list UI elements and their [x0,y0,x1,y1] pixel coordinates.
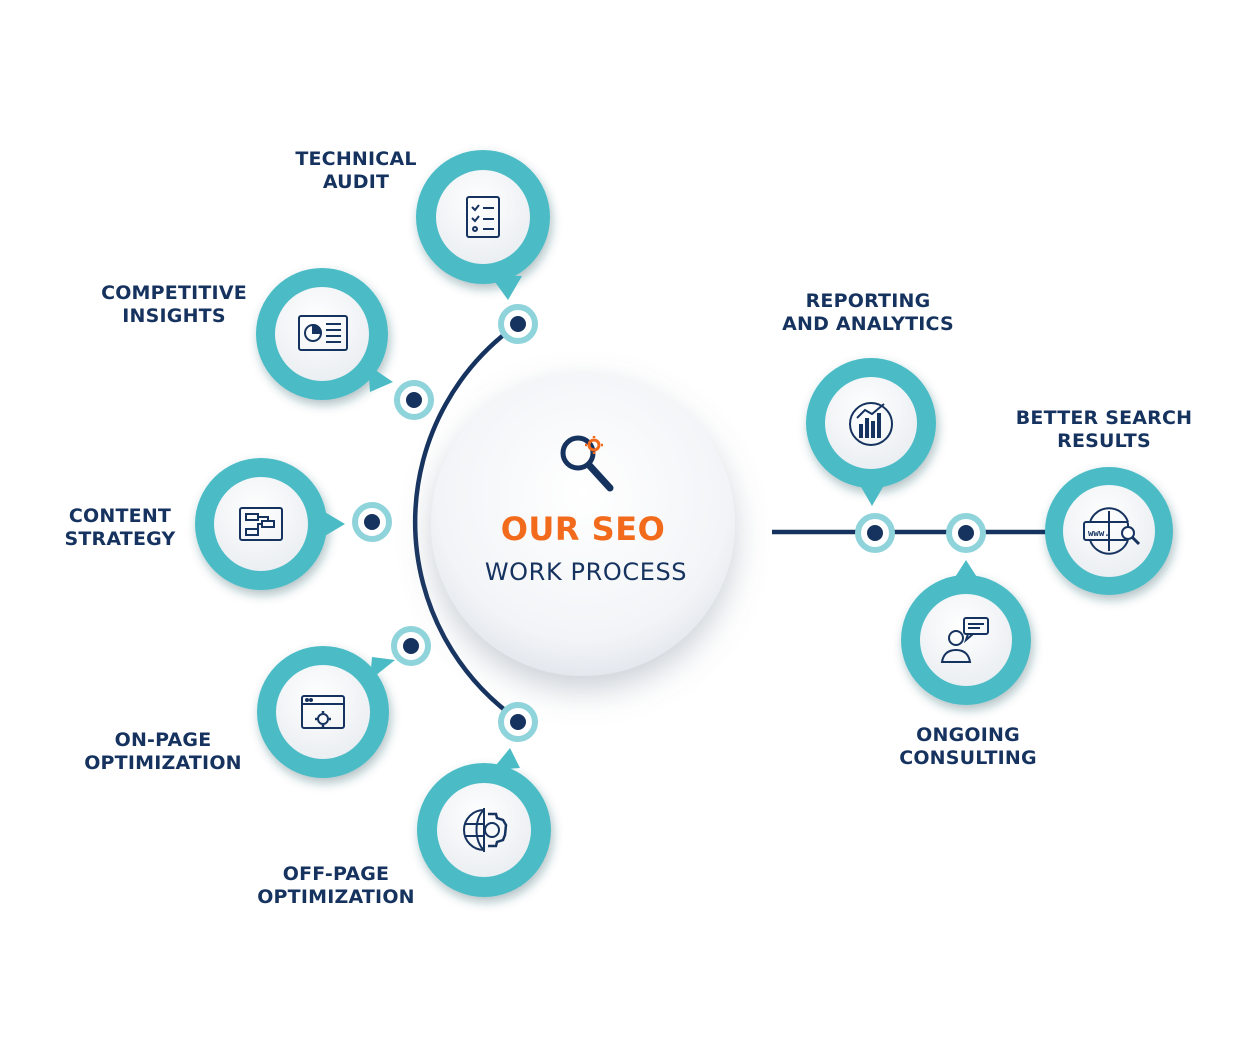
bubble-reporting-and-analytics [806,358,936,506]
node-ongoing-consulting[interactable] [946,513,986,553]
node-off-page-optimization[interactable] [498,702,538,742]
bubble-competitive-insights [256,268,393,400]
www-search-icon [1083,507,1141,555]
label-on-page-optimization: ON-PAGE OPTIMIZATION [75,729,251,775]
label-ongoing-consulting: ONGOING CONSULTING [888,724,1048,770]
center-title: OUR SEO [500,510,666,548]
bar-chart-icon [849,402,893,446]
label-line: INSIGHTS [122,305,226,327]
label-line: TECHNICAL [295,148,417,170]
bubble-off-page-optimization [417,748,551,897]
label-better-search-results: BETTER SEARCH RESULTS [1014,407,1194,453]
center-subtitle: WORK PROCESS [484,558,688,586]
label-line: OPTIMIZATION [257,886,415,908]
browser-gear-icon [301,695,345,729]
node-technical-audit[interactable] [498,304,538,344]
label-off-page-optimization: OFF-PAGE OPTIMIZATION [248,863,424,909]
report-pie-icon [298,315,348,351]
label-line: RESULTS [1057,430,1151,452]
bubble-technical-audit [416,150,550,300]
node-reporting-and-analytics[interactable] [855,513,895,553]
label-line: REPORTING [805,290,931,312]
node-on-page-optimization[interactable] [391,626,431,666]
label-line: BETTER SEARCH [1015,407,1193,429]
label-line: CONTENT [68,505,172,527]
magnifier-gear-icon [560,435,614,492]
label-line: ON-PAGE [114,729,212,751]
label-line: OPTIMIZATION [84,752,242,774]
label-line: AND ANALYTICS [782,313,954,335]
label-competitive-insights: COMPETITIVE INSIGHTS [90,282,258,328]
bubble-on-page-optimization [257,646,395,778]
label-technical-audit: TECHNICAL AUDIT [280,148,432,194]
node-content-strategy[interactable] [352,502,392,542]
bubble-ongoing-consulting [901,560,1031,705]
bubble-better-search-results: www. [1045,467,1173,595]
label-line: OFF-PAGE [282,863,390,885]
flow-board-icon [239,507,283,541]
www-text: www. [1088,529,1110,539]
label-content-strategy: CONTENT STRATEGY [50,505,190,551]
left-arc-connector [412,322,520,722]
consultant-chat-icon [940,617,989,663]
label-line: COMPETITIVE [101,282,247,304]
globe-gear-icon [463,808,508,852]
label-line: STRATEGY [64,528,176,550]
label-reporting-and-analytics: REPORTING AND ANALYTICS [772,290,964,336]
timeline-nodes [352,304,986,742]
bubble-content-strategy [195,458,345,590]
label-line: ONGOING [916,724,1020,746]
label-line: CONSULTING [899,747,1037,769]
center-hub [431,372,735,676]
label-line: AUDIT [322,171,390,193]
checklist-icon [466,196,500,238]
node-competitive-insights[interactable] [394,380,434,420]
